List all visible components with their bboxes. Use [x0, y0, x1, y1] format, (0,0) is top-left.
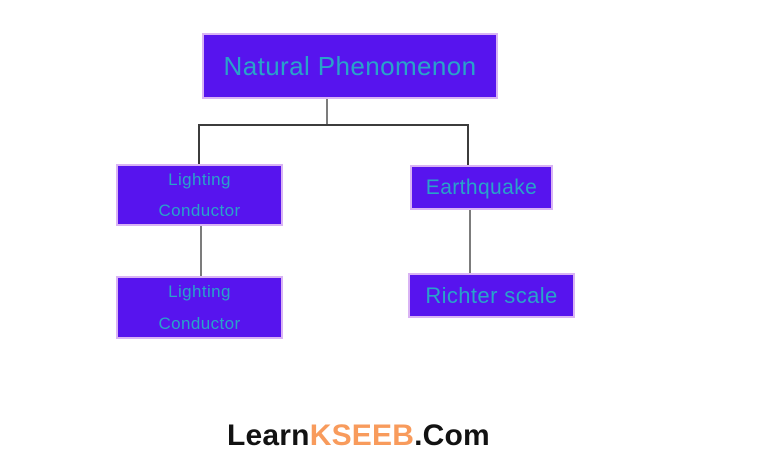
- watermark-learn: Learn: [227, 419, 310, 452]
- node-lighting-conductor-top-line2: Conductor: [158, 201, 241, 220]
- connector-earthquake-to-richter: [469, 210, 471, 273]
- node-lighting-conductor-top: Lighting Conductor: [116, 164, 283, 226]
- node-richter-scale: Richter scale: [408, 273, 575, 318]
- node-earthquake: Earthquake: [410, 165, 553, 210]
- node-lighting-conductor-bottom-line1: Lighting: [168, 282, 231, 302]
- watermark-kseeb: KSEEB: [309, 419, 415, 452]
- node-lighting-conductor-bottom-line2: Conductor: [158, 313, 241, 333]
- connector-bracket-horizontal: [198, 124, 469, 126]
- node-earthquake-label: Earthquake: [425, 175, 538, 199]
- connector-drop-right: [467, 124, 469, 165]
- connector-drop-left: [198, 124, 200, 164]
- node-richter-scale-label: Richter scale: [425, 282, 558, 308]
- node-natural-phenomenon-label: Natural Phenomenon: [223, 50, 477, 81]
- watermark-com: .Com: [414, 419, 490, 452]
- node-lighting-conductor-bottom: Lighting Conductor: [116, 276, 283, 339]
- node-lighting-conductor-top-line1: Lighting: [168, 169, 231, 189]
- site-watermark: LearnKSEEB.Com: [227, 419, 490, 453]
- connector-root-stub: [326, 99, 328, 124]
- connector-lighting-to-lighting: [200, 226, 202, 276]
- node-natural-phenomenon: Natural Phenomenon: [202, 33, 498, 99]
